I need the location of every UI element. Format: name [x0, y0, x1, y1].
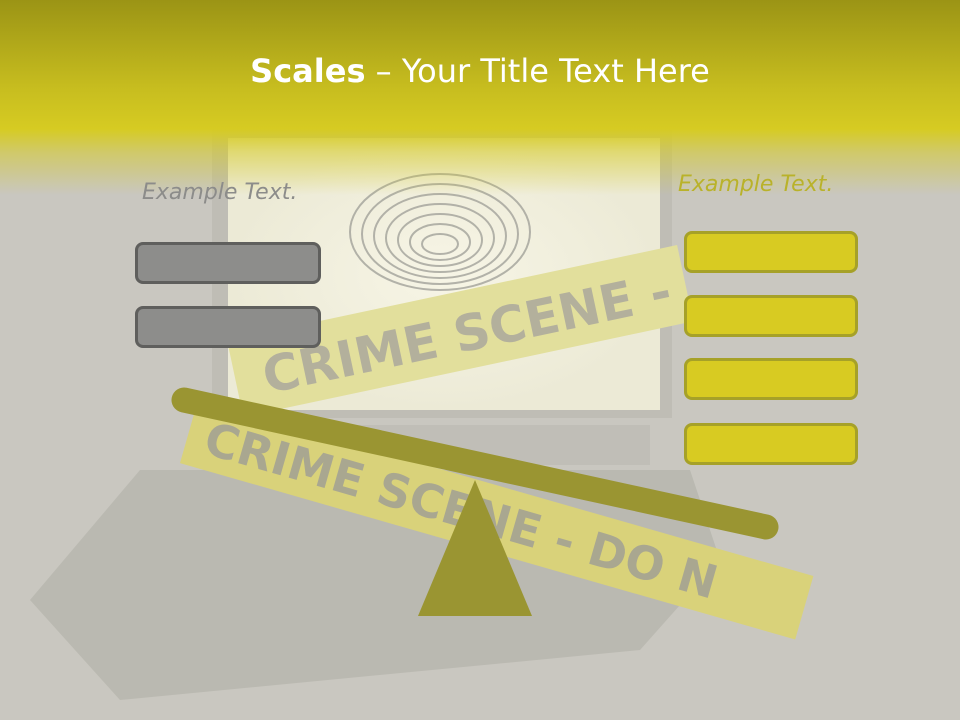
title-bold: Scales	[250, 52, 366, 90]
scale-fulcrum	[418, 480, 532, 616]
left-box-2[interactable]	[135, 306, 321, 348]
right-box-1[interactable]	[684, 231, 858, 273]
left-example-text: Example Text.	[142, 180, 298, 205]
scale-beam	[171, 387, 779, 540]
slide-title: Scales – Your Title Text Here	[0, 52, 960, 90]
left-box-1[interactable]	[135, 242, 321, 284]
right-example-text: Example Text.	[678, 172, 834, 197]
header-bar	[0, 0, 960, 195]
right-box-3[interactable]	[684, 358, 858, 400]
right-box-2[interactable]	[684, 295, 858, 337]
title-rest: – Your Title Text Here	[365, 52, 710, 90]
right-box-4[interactable]	[684, 423, 858, 465]
